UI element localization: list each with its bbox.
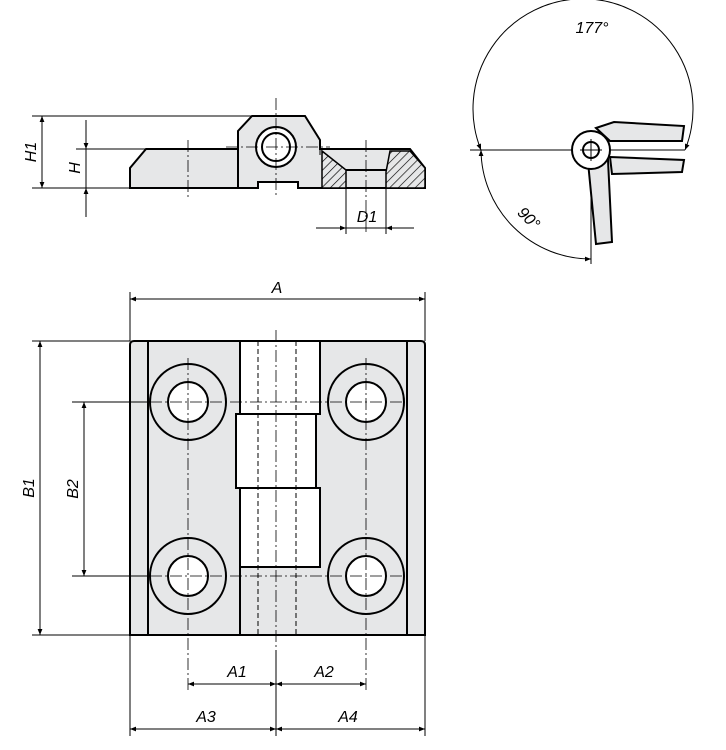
b1-label: B1	[21, 478, 38, 498]
side-view: H1 H D1	[23, 98, 426, 234]
leaf-upper	[594, 120, 686, 142]
leaf-90deg	[586, 158, 614, 246]
knuckle-interlock	[235, 340, 321, 568]
angle-177-label: 177°	[575, 20, 609, 37]
angle-90-label: 90°	[514, 204, 544, 234]
a2-label: A2	[313, 664, 334, 681]
rotation-arc-177	[472, 0, 694, 151]
d1-label: D1	[357, 209, 377, 226]
a3-label: A3	[195, 709, 216, 726]
a-label: A	[271, 280, 283, 297]
a4-label: A4	[337, 709, 358, 726]
hole-bottom-left	[149, 537, 227, 615]
leaf-lower	[608, 155, 686, 176]
a1-label: A1	[226, 664, 247, 681]
h-label: H	[67, 162, 84, 174]
rotation-arc-90	[478, 149, 592, 262]
section-hatch-right	[385, 150, 426, 189]
rotation-view: 177° 90°	[470, 0, 694, 264]
plan-view: A B1 B2 A1 A2 A3 A4	[21, 280, 426, 736]
b2-label: B2	[65, 479, 82, 499]
h1-label: H1	[23, 142, 40, 162]
